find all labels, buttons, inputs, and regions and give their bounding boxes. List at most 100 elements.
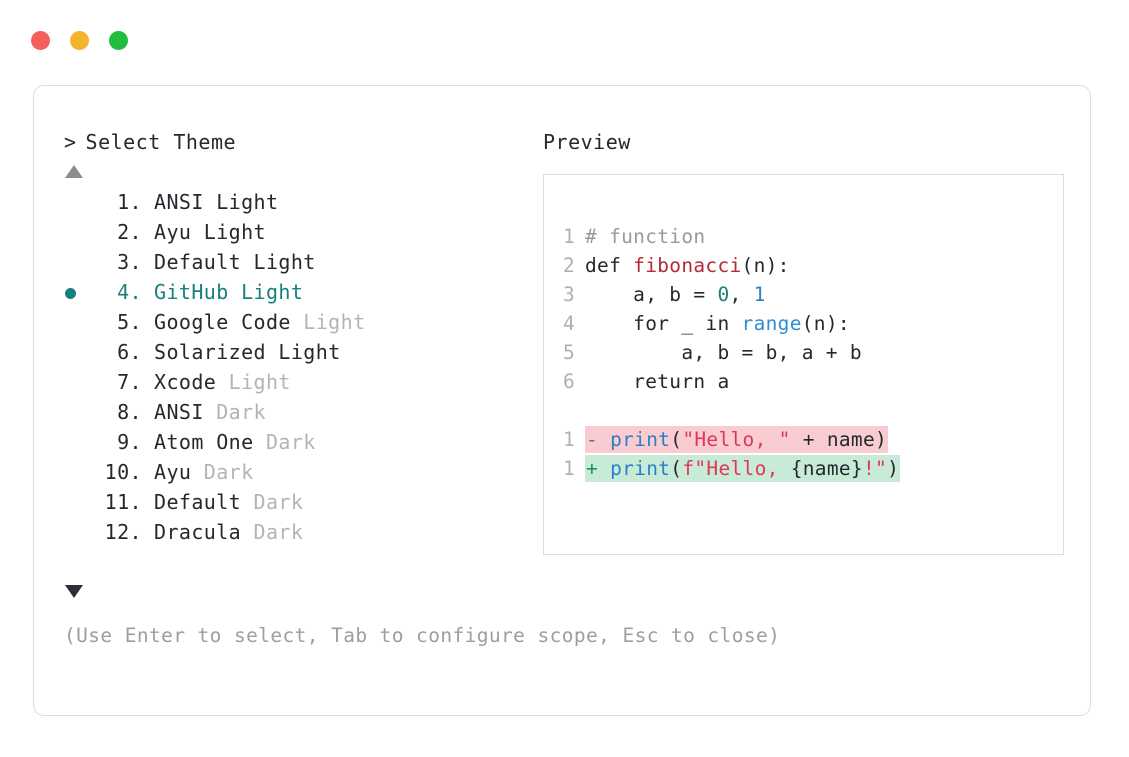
theme-list-item[interactable]: 3. Default Light [64,250,534,280]
code-line-content: def fibonacci(n): [585,254,790,277]
theme-name: ANSI [154,400,204,424]
code-token: range [741,312,802,335]
code-token: print [610,428,671,451]
line-number: 1 [562,428,575,451]
code-token: print [610,457,671,480]
theme-variant: Dark [241,490,304,514]
preview-label: Preview [543,130,631,154]
line-number: 6 [562,370,575,393]
theme-list-item[interactable]: 12. Dracula Dark [64,520,534,550]
theme-index: 3. [117,250,142,274]
theme-index: 9. [117,430,142,454]
theme-list-item[interactable]: 5.Google Code Light [64,310,534,340]
theme-variant: Dark [241,520,304,544]
code-token: ( [670,457,683,480]
theme-list-item[interactable]: 8. ANSI Dark [64,400,534,430]
code-line: 5 a, b = b, a + b [561,338,1063,367]
theme-variant: Dark [203,400,266,424]
theme-variant: Light [241,250,316,274]
theme-variant: Light [228,280,304,304]
theme-name: GitHub [154,280,229,304]
code-token: for _ in [585,312,742,335]
line-number: 1 [562,225,575,248]
theme-variant: Light [265,340,341,364]
theme-variant: Dark [191,460,254,484]
code-token: , [729,283,754,306]
code-token: ( [670,428,683,451]
theme-index: 8. [117,400,142,424]
theme-name: Dracula [154,520,242,544]
theme-list-item[interactable]: 10. Ayu Dark [64,460,534,490]
theme-name: Ayu [154,460,192,484]
code-line-content: + print(f"Hello, {name}!") [585,455,901,482]
code-token: "Hello, " [682,428,791,451]
diff-marker: - [586,428,611,451]
code-token: a, b = [585,283,718,306]
line-number: 3 [562,283,575,306]
theme-index: 6. [117,340,142,364]
code-line: 3 a, b = 0, 1 [561,280,1063,309]
code-token: a, b = b, a + b [585,341,862,364]
theme-index: 10. [104,460,142,484]
code-line: 2 def fibonacci(n): [561,251,1063,280]
code-token: (n): [741,254,790,277]
code-line-content: a, b = b, a + b [585,341,862,364]
line-number: 4 [562,312,575,335]
code-token: return a [585,370,730,393]
theme-index: 7. [117,370,142,394]
theme-name: Default [154,250,242,274]
theme-list-item[interactable]: 2.Ayu Light [64,220,534,250]
code-line-content: - print("Hello, " + name) [585,426,889,453]
theme-list-item[interactable]: 4. GitHub Light [64,280,534,310]
theme-name: Atom One [154,430,254,454]
preview-column: Preview 1 # function 2 def fibonacci(n): 3 a… [543,130,1064,555]
code-line-content: return a [585,370,729,393]
code-line-content: # function [585,225,705,248]
theme-index: 4. [117,280,142,304]
scroll-up-icon[interactable] [65,165,83,178]
diff-marker: + [586,457,611,480]
maximize-button[interactable] [109,31,128,50]
prompt-header: > Select Theme [64,130,534,154]
theme-index: 11. [104,490,142,514]
code-preview: 1 # function 2 def fibonacci(n): 3 a, b = 0,… [544,175,1063,483]
theme-index: 5. [117,310,142,334]
theme-list-item[interactable]: 11. Default Dark [64,490,534,520]
code-spacer [561,396,1063,425]
code-token: 1 [753,283,766,306]
theme-name: Ayu [154,220,192,244]
code-token: f"Hello, [682,457,791,480]
theme-variant: Light [216,370,291,394]
prompt-caret-icon: > [64,130,77,154]
theme-index: 12. [104,520,142,544]
code-token: fibonacci [633,254,742,277]
line-number: 2 [562,254,575,277]
line-number: 1 [562,457,575,480]
theme-list-item[interactable]: 9.Atom One Dark [64,430,534,460]
minimize-button[interactable] [70,31,89,50]
diff-line-add: 1 + print(f"Hello, {name}!") [561,454,1063,483]
theme-index: 1. [117,190,142,214]
theme-name: Xcode [154,370,217,394]
code-line: 4 for _ in range(n): [561,309,1063,338]
scroll-down-icon[interactable] [65,585,83,598]
window-controls [31,31,128,50]
code-line: 1 # function [561,222,1063,251]
theme-list-item[interactable]: 6. Solarized Light [64,340,534,370]
theme-name: Default [154,490,242,514]
theme-list-item[interactable]: 7. Xcode Light [64,370,534,400]
code-token: # function [585,225,706,248]
theme-name: Solarized [154,340,266,364]
keyboard-hint: (Use Enter to select, Tab to configure s… [64,624,781,647]
theme-variant: Light [203,190,279,214]
theme-variant: Light [290,310,366,334]
theme-list-item[interactable]: 1. ANSI Light [64,190,534,220]
theme-name: ANSI [154,190,204,214]
code-token: def [585,254,634,277]
code-line-content: for _ in range(n): [585,312,850,335]
code-line-content: a, b = 0, 1 [585,283,766,306]
close-button[interactable] [31,31,50,50]
